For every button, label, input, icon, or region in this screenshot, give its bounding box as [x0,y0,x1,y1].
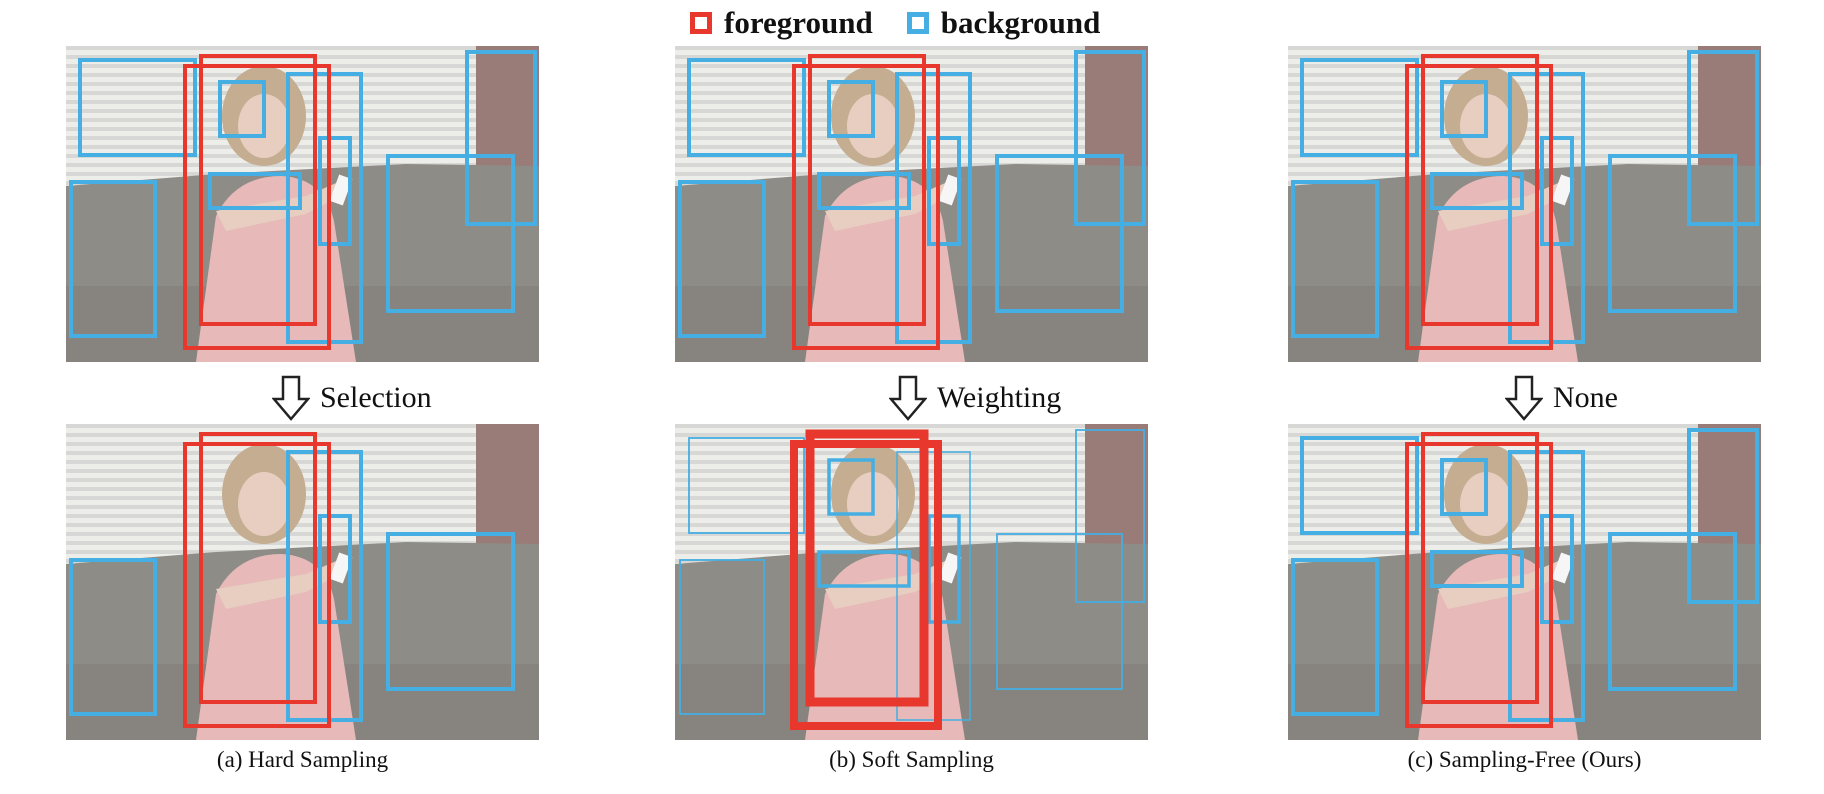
remote [1551,174,1575,206]
background-box [1687,428,1759,604]
legend-foreground-label: foreground [724,5,873,40]
background-box [1440,80,1488,138]
background-box [69,558,157,716]
background-box [1300,58,1419,157]
foreground-box [183,442,331,728]
remote [938,552,962,584]
blue-square-icon [906,12,929,34]
photo-fade [675,424,1148,740]
arrow-row-c: None [1505,373,1618,423]
background-box [927,136,961,246]
background-box [817,172,911,210]
background-box [817,550,911,588]
photo-fade [66,424,539,740]
foreground-box [1421,432,1539,704]
legend-background: background [906,5,1101,41]
arrow-label-a: Selection [320,381,432,414]
foreground-box [1421,54,1539,326]
remote [1551,552,1575,584]
down-arrow-icon [272,375,310,421]
panel-c-top [1288,46,1761,362]
background-box [465,50,537,226]
background-box [996,533,1123,690]
scene [1288,424,1761,740]
background-box [687,58,806,157]
background-box [1687,50,1759,226]
background-box [218,80,266,138]
caption-a: (a) Hard Sampling [216,747,389,772]
background-box [386,532,515,691]
panel-b-top [675,46,1148,362]
foreground-box [790,440,942,730]
arrow-row-b: Weighting [889,373,1061,423]
down-arrow-icon [1505,375,1543,421]
red-square-icon [690,12,712,34]
panel-c-bottom [1288,424,1761,740]
foreground-box [808,54,926,326]
remote [938,174,962,206]
background-box [286,450,363,722]
background-box [1291,180,1379,338]
background-box [318,514,352,624]
background-box [386,154,515,313]
background-box [78,58,197,157]
panel-a-top [66,46,539,362]
arrow-label-b: Weighting [937,381,1062,414]
scene [66,424,539,740]
background-box [318,136,352,246]
background-box [1608,154,1737,313]
arrow-label-c: None [1553,381,1618,414]
background-box [1430,550,1524,588]
caption-b: (b) Soft Sampling [829,747,994,772]
background-box [679,559,765,715]
foreground-box [199,54,317,326]
background-box [827,458,875,516]
background-box [827,80,875,138]
foreground-box [792,64,940,350]
background-box [1440,458,1488,516]
background-box [1291,558,1379,716]
background-box [1074,50,1146,226]
down-arrow-icon [889,375,927,421]
legend: foreground background [690,4,1134,42]
foreground-box [199,432,317,704]
scene [1288,46,1761,362]
background-box [678,180,766,338]
caption-c: (c) Sampling-Free (Ours) [1407,747,1642,772]
background-box [1608,532,1737,691]
panel-b-bottom [675,424,1148,740]
foreground-box [805,429,929,707]
background-box [69,180,157,338]
foreground-box [1405,64,1553,350]
legend-background-label: background [940,5,1101,40]
background-box [1300,436,1419,535]
arrow-row-a: Selection [272,373,432,423]
scene [675,46,1148,362]
background-box [927,514,961,624]
remote [329,552,353,584]
girl-face [238,472,290,536]
background-box [1540,136,1574,246]
background-box [995,154,1124,313]
background-box [208,172,302,210]
background-box [1430,172,1524,210]
foreground-box [1405,442,1553,728]
background-box [688,437,805,534]
background-box [1540,514,1574,624]
legend-foreground: foreground [690,5,873,41]
background-box [1075,429,1145,603]
girl-arms [216,559,344,609]
panel-a-bottom [66,424,539,740]
remote [329,174,353,206]
scene [675,424,1148,740]
foreground-box [183,64,331,350]
scene [66,46,539,362]
